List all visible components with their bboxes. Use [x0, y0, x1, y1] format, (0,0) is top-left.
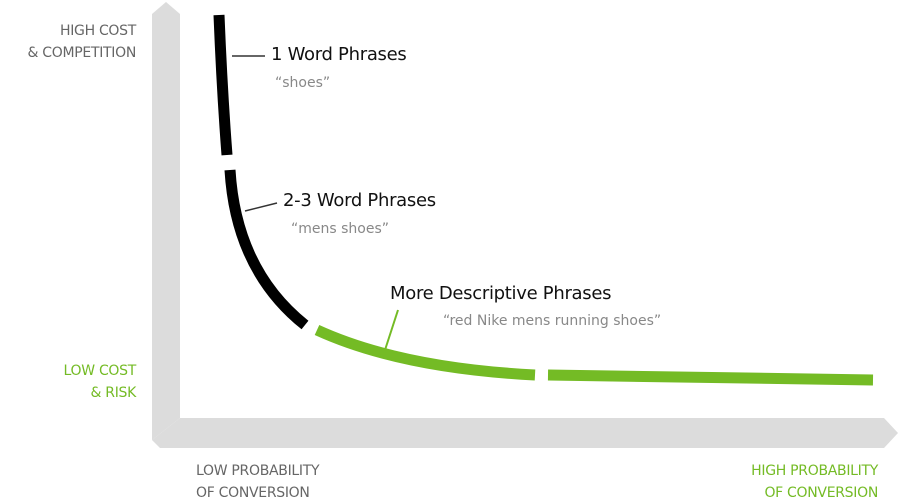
leader-line-3	[384, 309, 399, 351]
segment-title-3: More Descriptive Phrases	[390, 283, 612, 304]
curve-segment-descriptive-b	[547, 369, 874, 386]
label-line: & RISK	[90, 385, 137, 401]
label-line: HIGH PROBABILITY	[751, 463, 878, 479]
y-axis-top-label: HIGH COST & COMPETITION	[14, 20, 137, 64]
y-axis-arrow	[152, 2, 180, 440]
leader-line-2	[244, 202, 278, 212]
segment-example-1: “shoes”	[275, 75, 331, 91]
label-line: HIGH COST	[59, 23, 136, 39]
segment-example-3: “red Nike mens running shoes”	[443, 313, 662, 329]
curve-segment-descriptive-a	[314, 324, 536, 381]
x-axis-left-label: LOW PROBABILITY OF CONVERSION	[196, 460, 320, 504]
curve-segment-2-3-word	[224, 169, 309, 330]
label-line: LOW COST	[63, 363, 137, 379]
segment-title-1: 1 Word Phrases	[271, 44, 407, 65]
label-line: & COMPETITION	[27, 45, 137, 61]
segment-example-2: “mens shoes”	[291, 221, 390, 237]
curve-segment-1-word	[213, 14, 233, 156]
label-line: LOW PROBABILITY	[196, 463, 320, 479]
label-line: OF CONVERSION	[196, 485, 310, 501]
y-axis-bottom-label: LOW COST & RISK	[14, 360, 137, 404]
x-axis-arrow	[152, 418, 898, 448]
x-axis-right-label: HIGH PROBABILITY OF CONVERSION	[751, 460, 878, 504]
segment-title-2: 2-3 Word Phrases	[283, 190, 436, 211]
label-line: OF CONVERSION	[764, 485, 878, 501]
